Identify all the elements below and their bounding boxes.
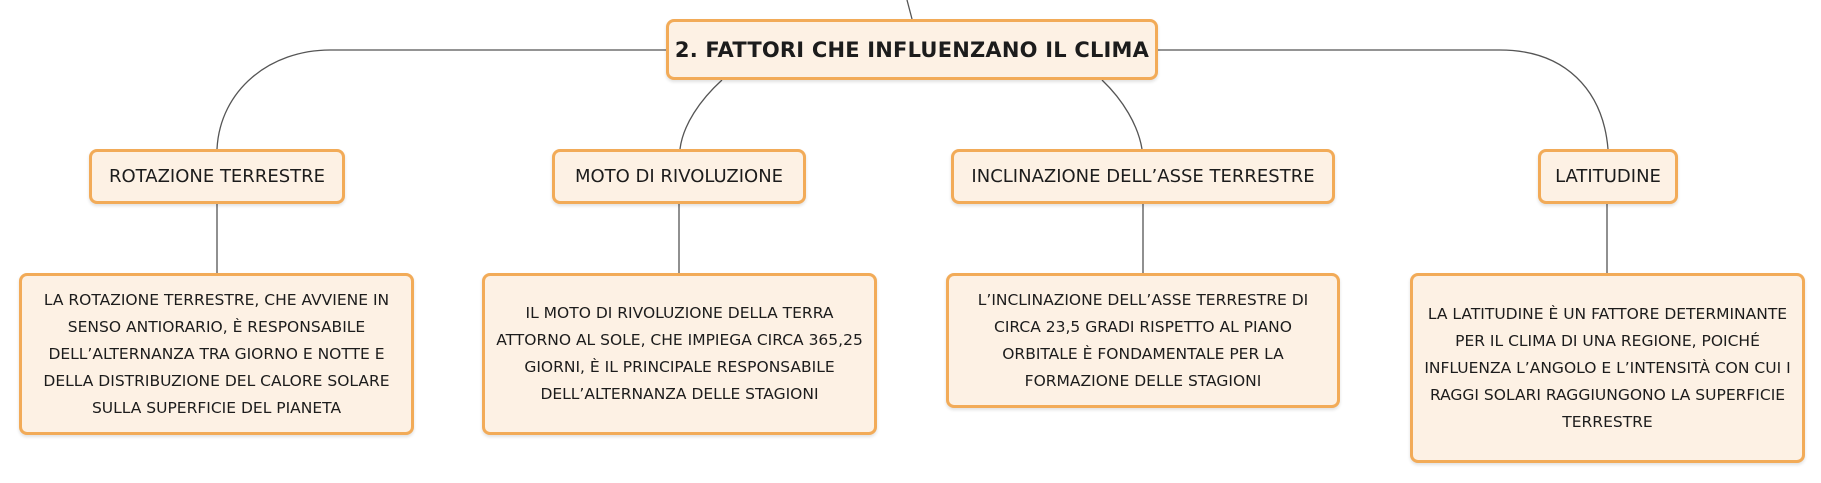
topic-label: INCLINAZIONE DELL’ASSE TERRESTRE bbox=[971, 166, 1315, 187]
connector-parent-to-root bbox=[906, 0, 913, 20]
topic-label: ROTAZIONE TERRESTRE bbox=[108, 166, 325, 187]
root-node[interactable]: 2. FATTORI CHE INFLUENZANO IL CLIMA bbox=[666, 19, 1158, 80]
description-node-latitudine[interactable]: LA LATITUDINE È UN FATTORE DETERMINANTE … bbox=[1410, 273, 1805, 463]
description-node-inclinazione-asse[interactable]: L’INCLINAZIONE DELL’ASSE TERRESTRE DI CI… bbox=[946, 273, 1340, 408]
topic-node-latitudine[interactable]: LATITUDINE bbox=[1538, 149, 1678, 204]
connector-root-to-rotazione bbox=[216, 49, 666, 150]
topic-node-rotazione-terrestre[interactable]: ROTAZIONE TERRESTRE bbox=[89, 149, 345, 204]
description-text: LA ROTAZIONE TERRESTRE, CHE AVVIENE IN S… bbox=[43, 290, 390, 417]
connector-root-to-latitudine bbox=[1158, 49, 1609, 150]
description-text: LA LATITUDINE È UN FATTORE DETERMINANTE … bbox=[1424, 304, 1791, 431]
description-text: L’INCLINAZIONE DELL’ASSE TERRESTRE DI CI… bbox=[977, 290, 1309, 390]
topic-node-inclinazione-asse[interactable]: INCLINAZIONE DELL’ASSE TERRESTRE bbox=[951, 149, 1335, 204]
description-node-rotazione-terrestre[interactable]: LA ROTAZIONE TERRESTRE, CHE AVVIENE IN S… bbox=[19, 273, 414, 435]
root-node-label: 2. FATTORI CHE INFLUENZANO IL CLIMA bbox=[674, 37, 1150, 62]
connector-root-to-inclinazione bbox=[1101, 79, 1143, 150]
connector-root-to-rivoluzione bbox=[679, 79, 723, 150]
topic-label: MOTO DI RIVOLUZIONE bbox=[574, 166, 784, 187]
topic-node-moto-di-rivoluzione[interactable]: MOTO DI RIVOLUZIONE bbox=[552, 149, 806, 204]
description-text: IL MOTO DI RIVOLUZIONE DELLA TERRA ATTOR… bbox=[496, 304, 863, 403]
topic-label: LATITUDINE bbox=[1555, 166, 1661, 187]
description-node-moto-di-rivoluzione[interactable]: IL MOTO DI RIVOLUZIONE DELLA TERRA ATTOR… bbox=[482, 273, 877, 435]
